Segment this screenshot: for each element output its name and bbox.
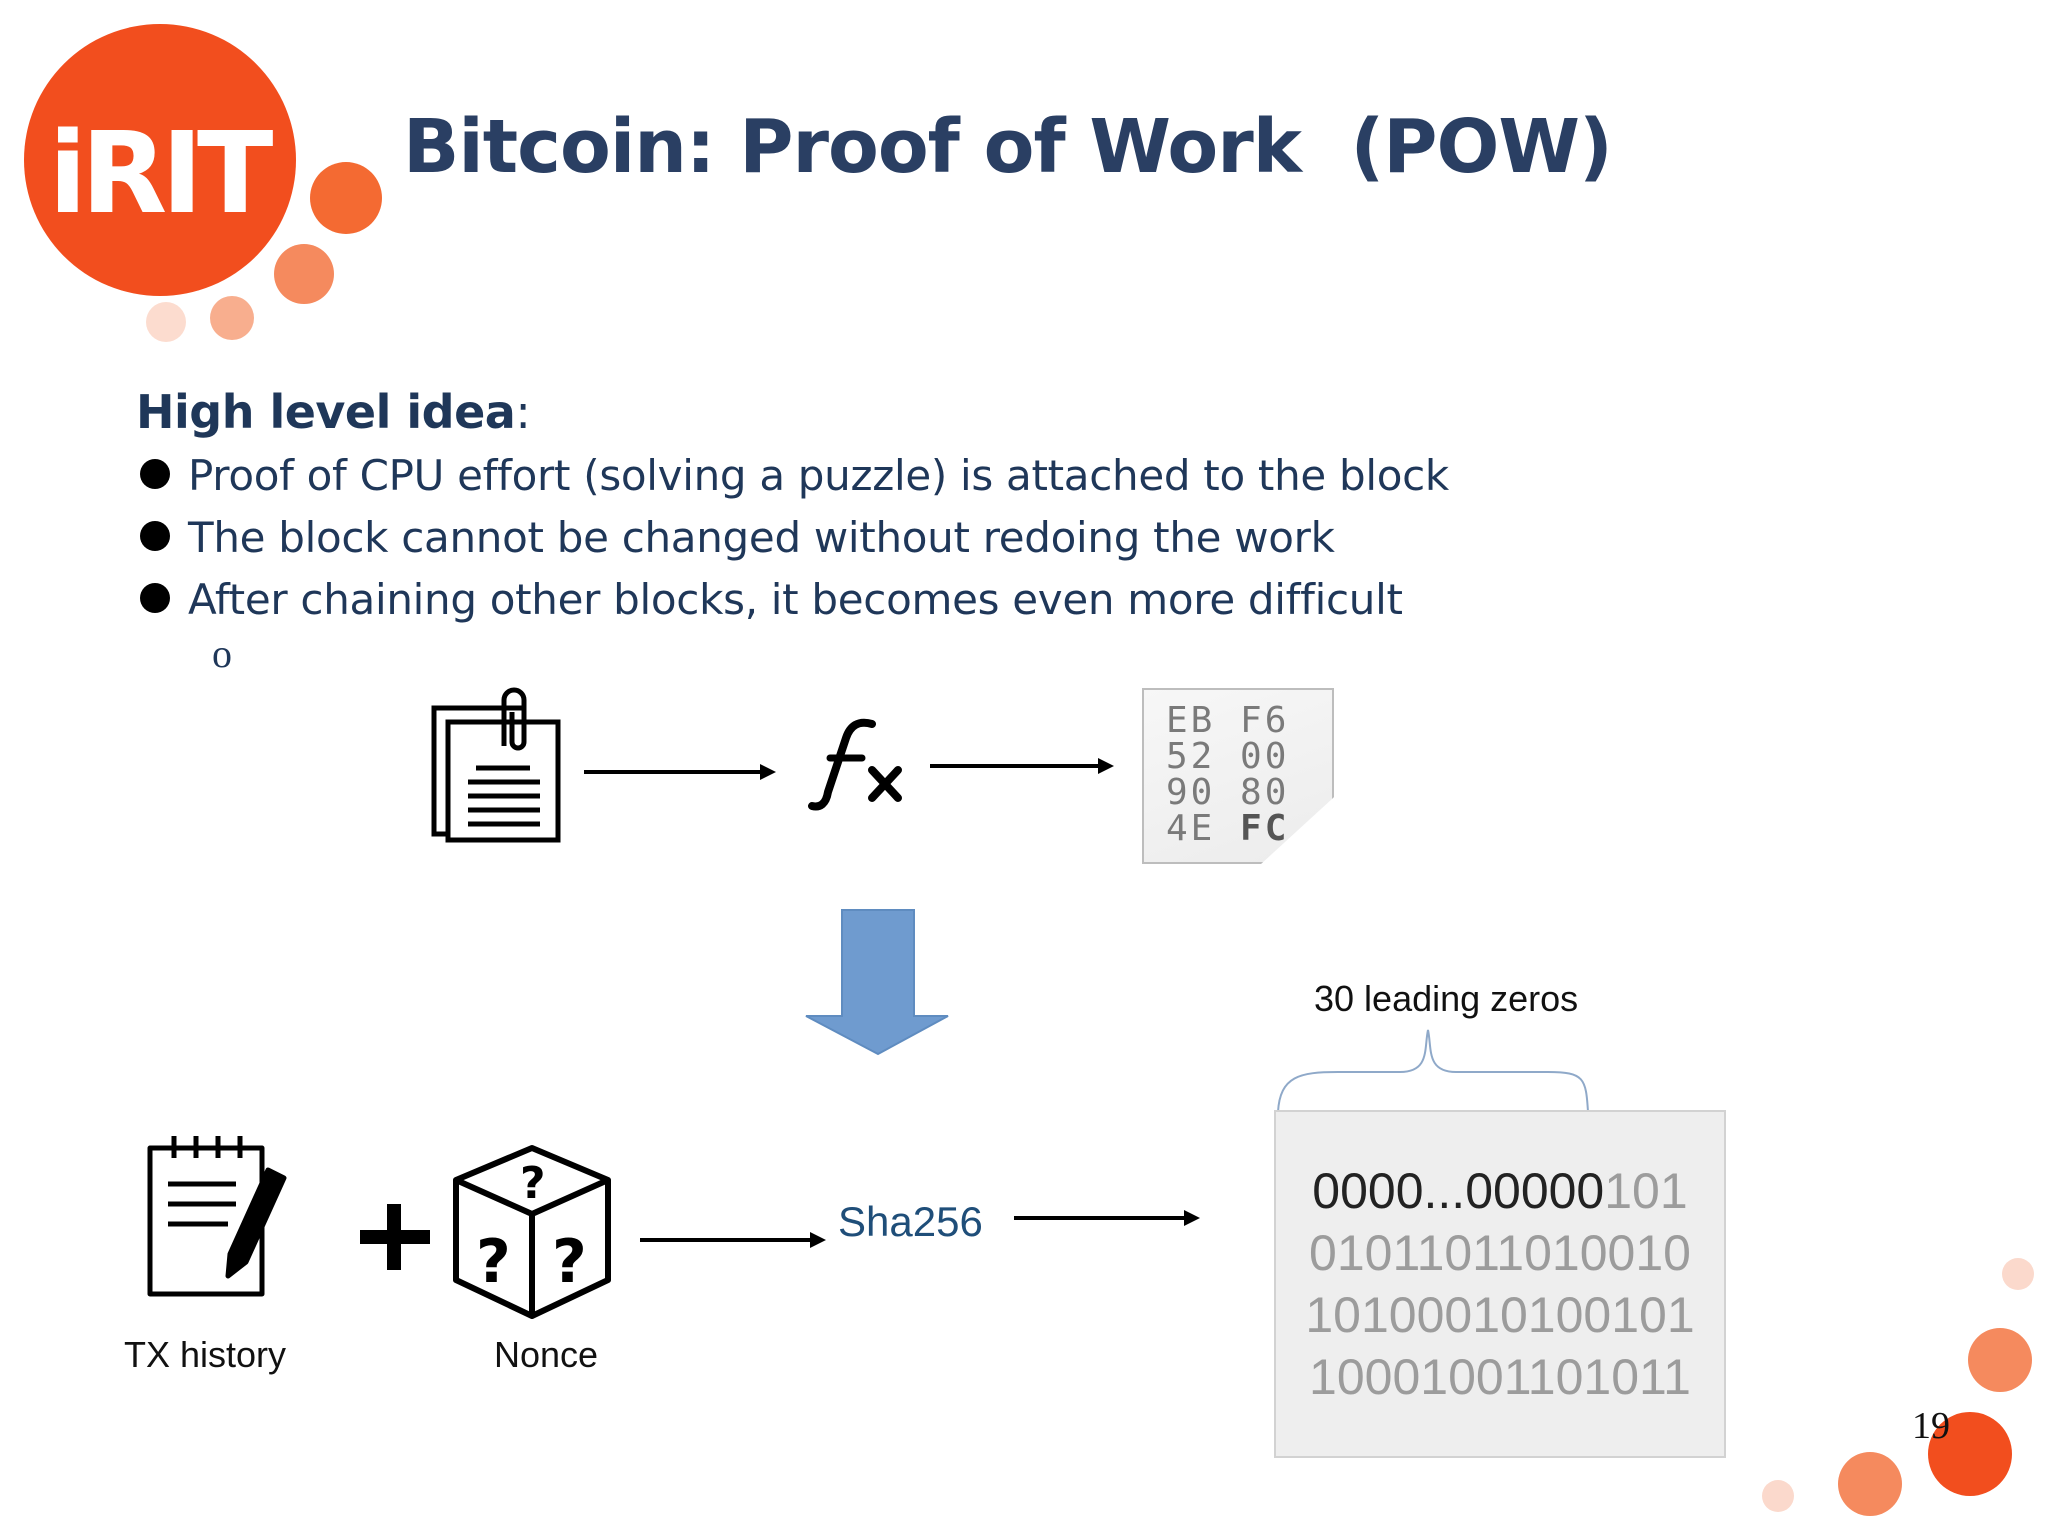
mystery-cube-icon: ? ? ? [453,1145,611,1319]
section-heading-colon: : [515,385,531,439]
svg-text:?: ? [520,1158,546,1209]
hex-byte: 52 [1166,736,1216,777]
logo-dot-faint [146,302,186,342]
clipped-documents-icon [431,687,561,843]
arrow-doc-to-function [584,764,776,780]
arrow-input-to-sha [640,1232,826,1248]
bullet-text: The block cannot be changed without redo… [188,513,1335,562]
hash-card-line: EB F6 [1166,700,1289,741]
tx-history-label: TX history [124,1334,287,1375]
bullet-dot [140,583,170,613]
hex-byte: 00 [1240,736,1290,777]
bullet-list: Proof of CPU effort (solving a puzzle) i… [136,445,1449,631]
bullet-dot [140,459,170,489]
leading-zeros-text: 0000...00000 [1312,1163,1605,1219]
hash-output-box: 0000...00000101 01011011010010 101000101… [1274,1110,1726,1458]
hash-card-line: 90 80 [1166,772,1289,813]
hash-output-line: 10001001101011 [1309,1349,1691,1405]
sha256-label: Sha256 [838,1198,983,1245]
arrow-function-to-hash [930,758,1114,774]
logo-text: iRIT [49,109,273,239]
hash-card-line: 52 00 [1166,736,1289,777]
hash-output-line: 10100010100101 [1305,1287,1695,1343]
hex-byte: 80 [1240,772,1290,813]
bullet-item: The block cannot be changed without redo… [136,507,1449,569]
bullet-dot [140,521,170,551]
hash-output-line: 0000...00000101 [1276,1162,1724,1220]
down-arrow [805,909,949,1056]
hex-byte: FC [1240,808,1290,849]
corner-decoration [1762,1258,2034,1516]
hash-card-line: 4E FC [1166,808,1289,849]
hex-byte: 90 [1166,772,1216,813]
bullet-item: After chaining other blocks, it becomes … [136,569,1449,631]
notepad-pen-icon [147,1136,287,1297]
curly-brace [1277,1029,1589,1113]
hash-rest-text: 101 [1604,1163,1688,1219]
section-heading: High level idea: [136,385,531,439]
plus-icon [360,1204,430,1270]
nonce-label: Nonce [494,1334,599,1375]
logo-dot-medium [274,244,334,304]
logo-dot-small [210,296,254,340]
arrow-sha-to-output [1014,1210,1200,1226]
hex-byte: 4E [1166,808,1216,849]
logo-circle [24,24,296,296]
section-heading-text: High level idea [136,385,516,439]
logo-dot-large [310,162,382,234]
bullet-text: After chaining other blocks, it becomes … [188,575,1403,624]
hex-byte: EB [1166,700,1216,741]
corner-dot-faint [2002,1258,2034,1290]
hash-output-line: 01011011010010 [1309,1225,1691,1281]
svg-text:?: ? [552,1227,587,1297]
logo-decoration: iRIT [24,24,382,342]
svg-text:?: ? [476,1227,511,1297]
slide-title: Bitcoin: Proof of Work (POW) [403,104,1613,190]
corner-dot-faint-2 [1762,1480,1794,1512]
page-number: 19 [1912,1405,1950,1447]
sub-bullet-marker: o [212,631,232,676]
hex-byte: F6 [1240,700,1290,741]
leading-zeros-label: 30 leading zeros [1314,978,1579,1019]
corner-dot-medium-2 [1838,1452,1902,1516]
corner-dot-medium [1968,1328,2032,1392]
bullet-text: Proof of CPU effort (solving a puzzle) i… [188,451,1449,500]
function-fx-icon [808,718,902,811]
bullet-item: Proof of CPU effort (solving a puzzle) i… [136,445,1449,507]
corner-dot-large [1928,1412,2012,1496]
